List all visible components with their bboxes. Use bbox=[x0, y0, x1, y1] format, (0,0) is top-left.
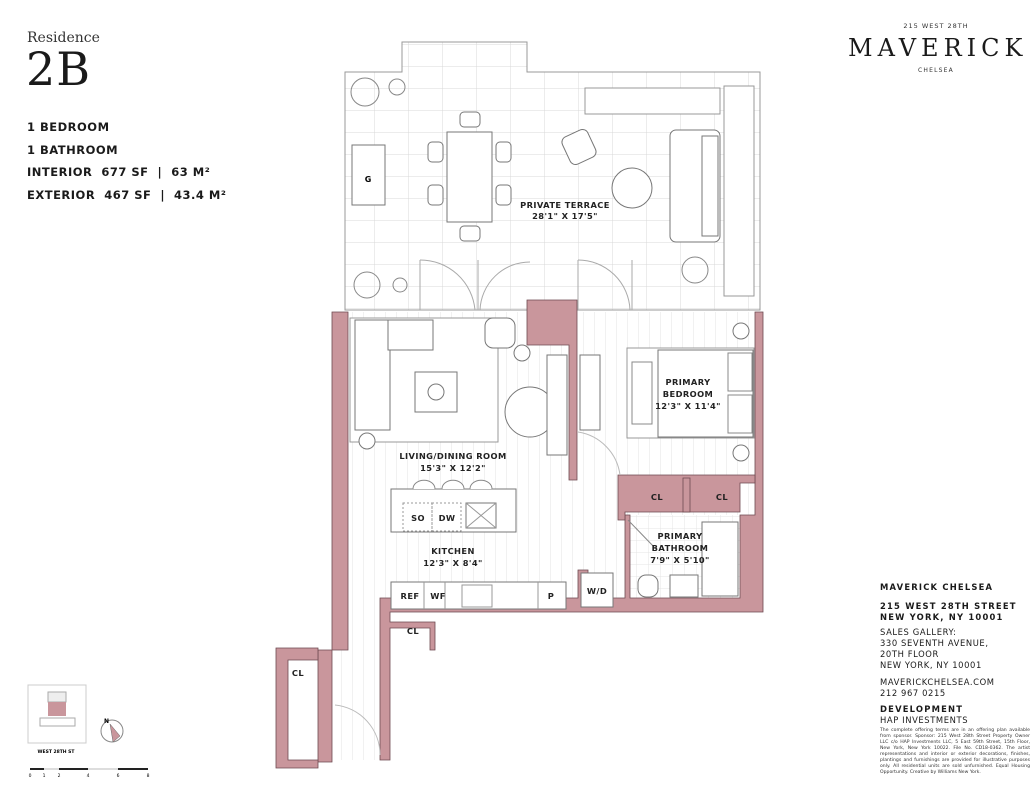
website-link[interactable]: MAVERICKCHELSEA.COM bbox=[880, 677, 995, 687]
bathtub-icon bbox=[701, 521, 739, 597]
info-address-2: NEW YORK, NY 10001 bbox=[880, 612, 1004, 622]
north-label: N bbox=[104, 718, 109, 725]
coffee-table-icon bbox=[414, 371, 458, 413]
contact-info: MAVERICK CHELSEA 215 WEST 28TH STREET NE… bbox=[880, 582, 1030, 776]
pantry-label: P bbox=[548, 591, 554, 601]
grill-icon bbox=[351, 144, 386, 206]
hall-closet-label: CL bbox=[407, 626, 419, 636]
planter-icon bbox=[723, 85, 755, 297]
developer-name: HAP INVESTMENTS bbox=[880, 715, 969, 725]
dishwasher-label: DW bbox=[439, 513, 456, 523]
toilet-icon bbox=[637, 574, 659, 598]
spec-interior: INTERIOR 677 SF | 63 M² bbox=[27, 165, 211, 179]
scale-tick: 2 bbox=[58, 773, 61, 779]
washer-dryer-label: W/D bbox=[587, 586, 607, 596]
spec-bedrooms: 1 BEDROOM bbox=[27, 120, 110, 134]
gallery-line-1: 330 SEVENTH AVENUE, bbox=[880, 638, 989, 648]
residence-number: 2B bbox=[26, 42, 92, 96]
bathroom-dims: 7'9" X 5'10" bbox=[650, 555, 710, 565]
brand-neighborhood: CHELSEA bbox=[918, 67, 954, 74]
media-console-icon bbox=[579, 354, 601, 431]
legal-disclaimer: The complete offering terms are in an of… bbox=[880, 728, 1030, 775]
kitchen-counter bbox=[390, 581, 567, 610]
info-address-1: 215 WEST 28TH STREET bbox=[880, 601, 1017, 611]
gallery-line-3: NEW YORK, NY 10001 bbox=[880, 660, 982, 670]
terrace-name: PRIVATE TERRACE bbox=[520, 200, 610, 210]
entry-closet-label: CL bbox=[292, 668, 304, 678]
unit-specs: 1 BEDROOM 1 BATHROOM INTERIOR 677 SF | 6… bbox=[27, 116, 226, 206]
wine-fridge-label: WF bbox=[430, 591, 446, 601]
bedroom-name-2: BEDROOM bbox=[663, 389, 713, 399]
spec-bathrooms: 1 BATHROOM bbox=[27, 142, 119, 157]
brand-name: MAVERICK bbox=[848, 34, 1028, 62]
lounge-chair-icon bbox=[561, 128, 597, 166]
bedroom-name-1: PRIMARY bbox=[666, 377, 712, 387]
terrace-dims: 28'1" X 17'5" bbox=[532, 211, 598, 221]
brand-logo: 215 WEST 28TH MAVERICK CHELSEA bbox=[848, 22, 1024, 74]
scale-tick: 4 bbox=[87, 773, 90, 779]
stove-oven-label: SO bbox=[411, 513, 425, 523]
terrace: G PRIVATE TERRACE 28'1" X 17'5" bbox=[344, 41, 761, 311]
scale-tick: 0 bbox=[29, 773, 32, 779]
scale-tick: 1 bbox=[43, 773, 46, 779]
bedroom-closet-1-label: CL bbox=[651, 492, 663, 502]
washer-dryer bbox=[580, 572, 614, 608]
walls bbox=[275, 299, 764, 769]
bathroom-name-2: BATHROOM bbox=[652, 543, 709, 553]
key-plan: WEST 28TH ST N 0 1 2 4 6 8 bbox=[27, 684, 150, 779]
info-title: MAVERICK CHELSEA bbox=[880, 582, 994, 592]
bench-icon bbox=[631, 361, 653, 425]
refrigerator-label: REF bbox=[401, 591, 420, 601]
interior: LIVING/DINING ROOM 15'3" X 12'2" SO DW K… bbox=[275, 299, 764, 769]
sink-icon bbox=[465, 502, 497, 529]
scale-tick: 6 bbox=[117, 773, 120, 779]
scale-tick: 8 bbox=[147, 773, 150, 779]
gallery-line-2: 20TH FLOOR bbox=[880, 649, 939, 659]
vanity-icon bbox=[669, 574, 699, 598]
plant-icon bbox=[350, 77, 709, 299]
terrace-doors[interactable] bbox=[419, 259, 633, 311]
kitchen-dims: 12'3" X 8'4" bbox=[423, 558, 483, 568]
development-label: DEVELOPMENT bbox=[880, 704, 964, 714]
scale-bar: 0 1 2 4 6 8 bbox=[29, 768, 150, 779]
street-label: WEST 28TH ST bbox=[38, 749, 76, 755]
living-name: LIVING/DINING ROOM bbox=[399, 451, 506, 461]
brand-address: 215 WEST 28TH bbox=[903, 22, 969, 30]
residence-label: Residence bbox=[27, 30, 100, 46]
bathroom-door[interactable] bbox=[627, 519, 656, 549]
armchair-icon bbox=[484, 317, 516, 349]
grill-label: G bbox=[365, 175, 372, 184]
entry-door[interactable] bbox=[334, 704, 381, 756]
gallery-label: SALES GALLERY: bbox=[880, 627, 957, 637]
north-arrow-icon bbox=[100, 719, 124, 743]
planter-icon bbox=[584, 87, 721, 115]
banquette-icon bbox=[546, 354, 568, 456]
living-dims: 15'3" X 12'2" bbox=[420, 463, 486, 473]
kitchen-name: KITCHEN bbox=[431, 546, 475, 556]
kitchen-island bbox=[390, 488, 517, 533]
cooktop-icon bbox=[461, 584, 493, 608]
spec-exterior: EXTERIOR 467 SF | 43.4 M² bbox=[27, 187, 227, 202]
phone-number[interactable]: 212 967 0215 bbox=[880, 688, 946, 698]
bedroom-dims: 12'3" X 11'4" bbox=[655, 401, 721, 411]
terrace-table-icon bbox=[611, 167, 653, 209]
sofa-icon bbox=[354, 319, 391, 431]
bedroom-door[interactable] bbox=[577, 431, 621, 476]
dining-table-icon bbox=[446, 131, 493, 223]
bedroom-closet-2-label: CL bbox=[716, 492, 728, 502]
bathroom-name-1: PRIMARY bbox=[658, 531, 704, 541]
